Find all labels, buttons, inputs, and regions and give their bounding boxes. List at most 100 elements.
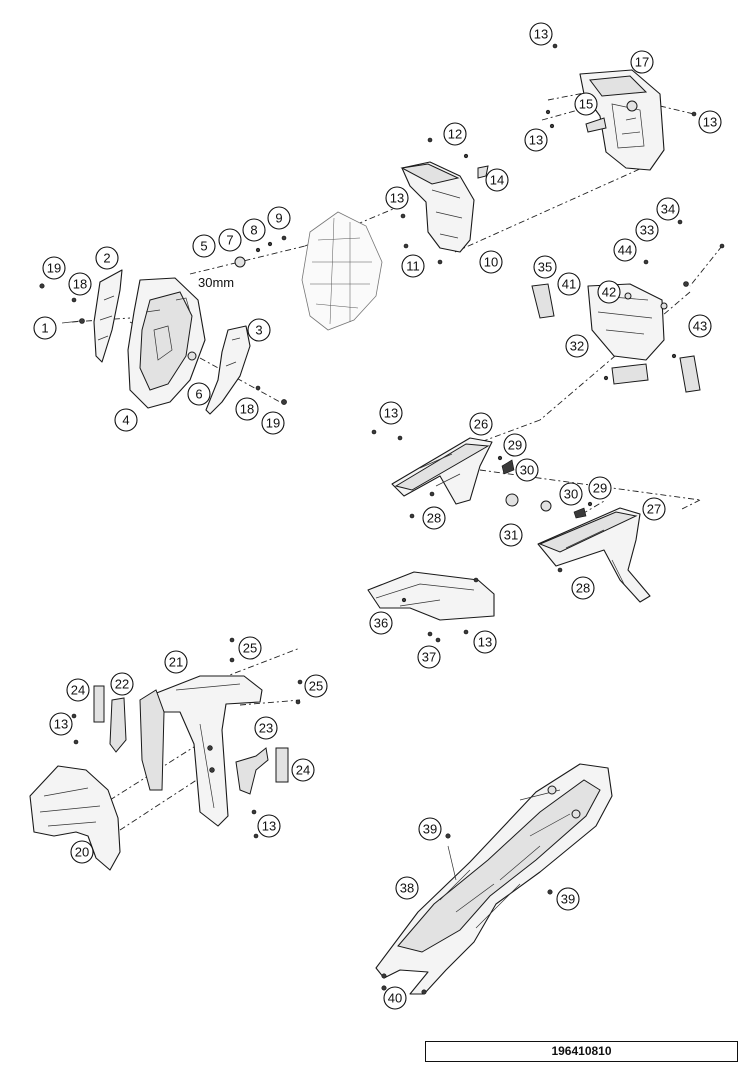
- callout-41: 41: [557, 272, 581, 296]
- headlight-bracket-group: [400, 137, 489, 265]
- callout-18: 18: [235, 397, 259, 421]
- svg-text:28: 28: [427, 511, 441, 526]
- svg-text:30: 30: [520, 463, 534, 478]
- svg-text:13: 13: [534, 27, 548, 42]
- svg-text:5: 5: [200, 239, 207, 254]
- svg-text:14: 14: [490, 173, 504, 188]
- svg-text:20: 20: [75, 845, 89, 860]
- callout-19: 19: [42, 256, 66, 280]
- svg-text:13: 13: [478, 635, 492, 650]
- document-number: 196410810: [551, 1044, 612, 1058]
- callout-31: 31: [499, 523, 523, 547]
- svg-text:2: 2: [103, 251, 110, 266]
- callout-39: 39: [556, 887, 580, 911]
- front-fender: [153, 675, 263, 827]
- svg-text:17: 17: [635, 55, 649, 70]
- svg-text:7: 7: [226, 233, 233, 248]
- svg-text:23: 23: [259, 721, 273, 736]
- front-fender-shell: [29, 765, 121, 871]
- svg-text:38: 38: [400, 881, 414, 896]
- side-trim-right: [205, 325, 251, 415]
- svg-text:13: 13: [384, 406, 398, 421]
- callout-10: 10: [479, 250, 503, 274]
- callout-12: 12: [443, 122, 467, 146]
- callout-22: 22: [110, 672, 134, 696]
- callout-27: 27: [642, 497, 666, 521]
- svg-text:12: 12: [448, 127, 462, 142]
- callout-40: 40: [383, 986, 407, 1010]
- under-tray-group: [367, 571, 495, 643]
- document-number-box: 196410810: [425, 1041, 738, 1062]
- svg-text:25: 25: [243, 641, 257, 656]
- callout-42: 42: [597, 280, 621, 304]
- callout-28: 28: [422, 506, 446, 530]
- tail-bracket-group: [371, 429, 651, 603]
- svg-text:26: 26: [474, 417, 488, 432]
- callout-35: 35: [533, 255, 557, 279]
- fender-pad-left: [93, 685, 105, 723]
- svg-text:41: 41: [562, 277, 576, 292]
- callout-20: 20: [70, 840, 94, 864]
- svg-text:13: 13: [262, 819, 276, 834]
- svg-text:13: 13: [703, 115, 717, 130]
- callout-13: 13: [524, 128, 548, 152]
- svg-text:30: 30: [564, 487, 578, 502]
- callout-13: 13: [257, 814, 281, 838]
- fender-clip: [235, 747, 269, 795]
- callout-23: 23: [254, 716, 278, 740]
- dimension-note: 30mm: [198, 275, 234, 290]
- svg-text:44: 44: [618, 243, 632, 258]
- callout-13: 13: [473, 630, 497, 654]
- svg-text:6: 6: [195, 387, 202, 402]
- instrument-carrier-group: [545, 43, 697, 171]
- callout-34: 34: [656, 197, 680, 221]
- svg-text:13: 13: [54, 717, 68, 732]
- svg-text:10: 10: [484, 255, 498, 270]
- callout-33: 33: [635, 218, 659, 242]
- callout-26: 26: [469, 412, 493, 436]
- svg-text:36: 36: [374, 616, 388, 631]
- under-tray: [367, 571, 495, 621]
- callout-28: 28: [571, 576, 595, 600]
- svg-text:40: 40: [388, 991, 402, 1006]
- callout-8: 8: [242, 218, 266, 242]
- callout-5: 5: [192, 234, 216, 258]
- svg-text:9: 9: [275, 211, 282, 226]
- callout-17: 17: [630, 50, 654, 74]
- svg-text:24: 24: [296, 763, 310, 778]
- svg-text:18: 18: [240, 402, 254, 417]
- callout-13: 13: [698, 110, 722, 134]
- svg-text:32: 32: [570, 339, 584, 354]
- svg-text:29: 29: [593, 481, 607, 496]
- rear-tail-group: [375, 763, 613, 995]
- callout-24: 24: [291, 758, 315, 782]
- callout-25: 25: [238, 636, 262, 660]
- callout-13: 13: [379, 401, 403, 425]
- callout-36: 36: [369, 611, 393, 635]
- callout-24: 24: [66, 678, 90, 702]
- svg-text:43: 43: [693, 319, 707, 334]
- callout-7: 7: [218, 228, 242, 252]
- svg-text:22: 22: [115, 677, 129, 692]
- fender-bracket: [109, 697, 127, 753]
- svg-text:33: 33: [640, 223, 654, 238]
- svg-text:25: 25: [309, 679, 323, 694]
- callout-39: 39: [418, 817, 442, 841]
- svg-text:15: 15: [579, 97, 593, 112]
- front-fender-group: [29, 637, 303, 871]
- callout-18: 18: [68, 272, 92, 296]
- callout-6: 6: [187, 382, 211, 406]
- svg-text:13: 13: [529, 133, 543, 148]
- svg-text:29: 29: [508, 438, 522, 453]
- fender-pad-right: [275, 747, 289, 783]
- headlight-lens: [301, 211, 383, 331]
- callout-13: 13: [529, 22, 553, 46]
- svg-text:1: 1: [41, 321, 48, 336]
- svg-text:18: 18: [73, 277, 87, 292]
- callout-11: 11: [401, 254, 425, 278]
- callout-37: 37: [417, 645, 441, 669]
- svg-text:19: 19: [47, 261, 61, 276]
- callout-9: 9: [267, 206, 291, 230]
- callout-4: 4: [114, 408, 138, 432]
